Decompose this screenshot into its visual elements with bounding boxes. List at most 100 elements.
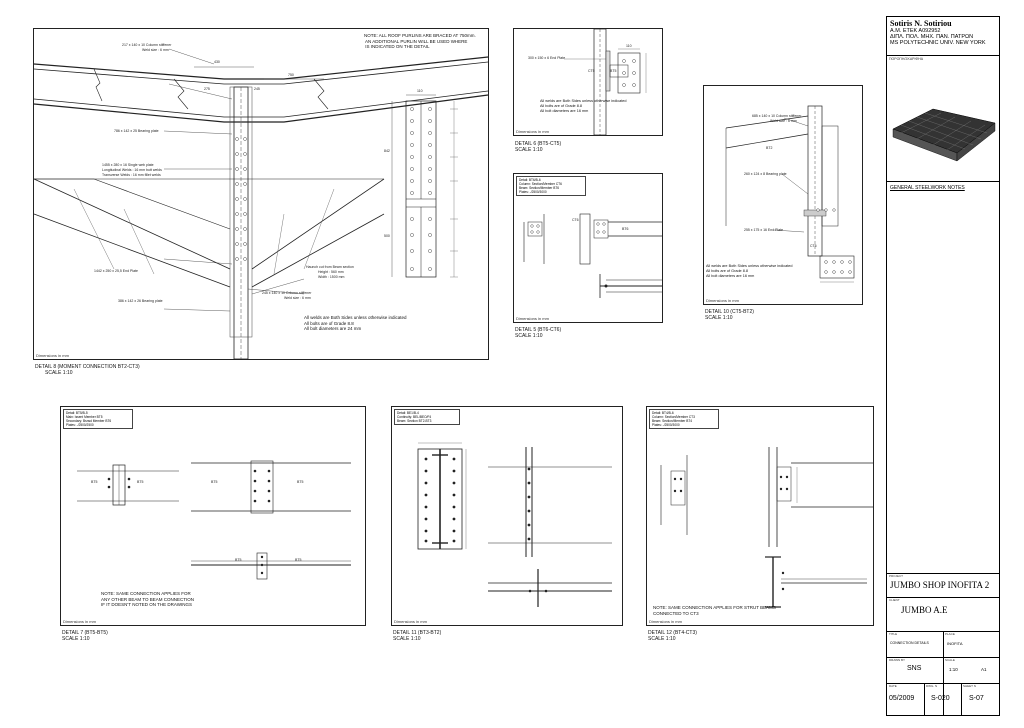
label-single-web: 1455 x 280 x 16 Single web plate	[102, 163, 154, 167]
title-block: Sotiris N. Sotiriou A.M. ETEK A092952 ΔΙ…	[886, 16, 1000, 716]
label-bt5: BT5	[610, 69, 617, 73]
viewport-detail-11[interactable]: Detail: BE1/B-4 Continuity: BEL/BEO/F4 B…	[391, 406, 623, 626]
label-bt5-b: BT5	[137, 480, 144, 484]
dimensions-label: Dimensions in mm	[516, 129, 549, 134]
detail-5-info: Detail: BT6/B-6 Column: Section/Member C…	[516, 176, 586, 196]
view-label: ΠΟΡΟΠΗ/ΣΚΑΡΙΦΗΑ	[889, 57, 924, 61]
label-haunch-height: Height : 560 mm	[318, 270, 344, 274]
label-bearing: 260 x 124 x 8 Bearing plate	[744, 172, 787, 176]
label-bearing-plate: 786 x 142 x 25 Bearing plate	[114, 129, 159, 133]
detail-10-title: DETAIL 10 (CT5-BT2)	[705, 309, 754, 315]
detail-7-drawing	[77, 460, 351, 580]
label-dim-110: 110	[417, 89, 423, 93]
detail-10-scale: SCALE 1:10	[705, 315, 733, 321]
detail-7-title: DETAIL 7 (BT5-BT5)	[62, 630, 108, 636]
label-stiffener: 685 x 140 x 10 Column stiffener	[752, 114, 802, 118]
detail-6-drawing	[564, 28, 647, 136]
label-bt5-c: BT5	[211, 480, 218, 484]
detail-5-scale: SCALE 1:10	[515, 333, 543, 339]
viewport-detail-6[interactable]: 300 x 150 x 6 End Plate CT5 BT5 110 All …	[513, 28, 663, 136]
label-ct6: CT6	[572, 218, 579, 222]
viewport-detail-8[interactable]: NOTE: ALL ROOF PURLINS ARE BRACED AT 750…	[33, 28, 489, 360]
detail-11-scale: SCALE 1:10	[393, 636, 421, 642]
label-weld: Weld size : 6 mm	[770, 119, 797, 123]
author-line-2: A.M. ETEK A092952	[890, 28, 941, 34]
date-small-label: DATE	[889, 684, 897, 688]
detail-7-notes: NOTE: SAME CONNECTION APPLIES FOR ANY OT…	[101, 591, 195, 607]
dimensions-label: Dimensions in mm	[516, 316, 549, 321]
detail-12-info: Detail: BT4/B-6 Column: Section/Member C…	[649, 409, 719, 429]
paper-size: A1	[981, 667, 987, 672]
label-ct5: CT5	[588, 69, 595, 73]
author-line-4: MS POLYTECHNIC UNIV. NEW YORK	[890, 40, 986, 46]
viewport-detail-10[interactable]: 685 x 140 x 10 Column stiffener Weld siz…	[703, 85, 863, 305]
dimensions-label: Dimensions in mm	[706, 298, 739, 303]
drawn-by: SNS	[907, 665, 922, 672]
drawn-small-label: DRAWN BY	[889, 658, 906, 662]
notes-title: GENERAL STEELWORK NOTES	[890, 185, 965, 191]
detail-12-notes: NOTE: SAME CONNECTION APPLIES FOR STRUT …	[653, 605, 776, 616]
label-stiffener-top: 217 x 140 x 10 Column stiffener	[122, 43, 172, 47]
label-end-plate: 255 x 175 x 16 End Plate	[744, 228, 784, 232]
project-small-label: PROJECT	[889, 574, 904, 578]
label-dim-110: 110	[626, 44, 632, 48]
label-ct5: CT5	[810, 244, 817, 248]
drawing-title: CONNECTION DETAILS	[890, 641, 929, 645]
detail-10-drawing	[725, 105, 855, 283]
label-transverse: Transverse Welds : 16 mm fillet welds	[102, 173, 161, 177]
detail-11-title: DETAIL 11 (BT3-BT2)	[393, 630, 442, 636]
dimensions-label: Dimensions in mm	[394, 619, 427, 624]
label-dim-245: 245	[254, 87, 260, 91]
client-name: JUMBO A.E	[901, 605, 948, 615]
detail-7-info: Detail: BT5/B-5 Main: Issent Member BT5 …	[63, 409, 133, 429]
label-bt5-d: BT5	[297, 480, 304, 484]
roof-purlin-note: NOTE: ALL ROOF PURLINS ARE BRACED AT 750…	[364, 33, 476, 49]
detail-8-notes: All welds are Both Sides unless otherwis…	[304, 315, 407, 331]
label-dim-842: 842	[384, 149, 390, 153]
title-small-label: TITLE	[889, 632, 898, 636]
detail-11-info: Detail: BE1/B-4 Continuity: BEL/BEO/F4 B…	[394, 409, 460, 425]
label-bt2: BT2	[766, 146, 773, 150]
label-dim-275: 275	[204, 87, 210, 91]
detail-12-title: DETAIL 12 (BT4-CT3)	[648, 630, 697, 636]
detail-8-title: DETAIL 8 (MOMENT CONNECTION BT2-CT3)	[35, 364, 140, 370]
steel-frame-3d-image	[892, 108, 996, 162]
detail-6-scale: SCALE 1:10	[515, 147, 543, 153]
viewport-detail-7[interactable]: Detail: BT5/B-5 Main: Issent Member BT5 …	[60, 406, 366, 626]
detail-5-drawing	[523, 213, 662, 298]
dimensions-label: Dimensions in mm	[649, 619, 682, 624]
label-stiffener-2: 245 x 140 x 10 Column stiffener	[262, 291, 312, 295]
dimensions-label: Dimensions in mm	[36, 353, 69, 358]
detail-8-scale: SCALE 1:10	[45, 370, 73, 376]
label-dim-500: 500	[384, 234, 390, 238]
label-dim-750: 750	[288, 73, 294, 77]
dwg-small-label: DWG. N	[926, 684, 938, 688]
detail-7-scale: SCALE 1:10	[62, 636, 90, 642]
detail-12-drawing	[660, 447, 873, 608]
dimensions-label: Dimensions in mm	[63, 619, 96, 624]
detail-11-drawing	[417, 442, 612, 607]
label-bt6: BT6	[622, 227, 629, 231]
label-dim-430: 430	[214, 60, 220, 64]
detail-6-notes: All welds are Both Sides unless otherwis…	[540, 99, 627, 113]
viewport-detail-12[interactable]: Detail: BT4/B-6 Column: Section/Member C…	[646, 406, 874, 626]
date: 05/2009	[889, 695, 915, 702]
label-bearing-2: 386 x 142 x 26 Bearing plate	[118, 299, 163, 303]
detail-8-drawing	[33, 48, 489, 360]
sheet-small-label: SHEET N	[963, 684, 976, 688]
author-line-3: ΔΙΠΛ. ΠΟΛ. ΜΗΧ. ΠΑΝ. ΠΑΤΡΩΝ	[890, 34, 974, 40]
viewport-detail-5[interactable]: Detail: BT6/B-6 Column: Section/Member C…	[513, 173, 663, 323]
sheet-number: S-07	[969, 695, 984, 702]
label-weld-top: Weld size : 6 mm	[142, 48, 169, 52]
detail-5-title: DETAIL 5 (BT6-CT6)	[515, 327, 562, 333]
detail-12-scale: SCALE 1:10	[648, 636, 676, 642]
dwg-number: S-020	[931, 695, 950, 702]
detail-6-title: DETAIL 6 (BT5-CT5)	[515, 141, 562, 147]
place-small-label: PLACE	[945, 632, 955, 636]
label-bt5-e: BT5	[235, 558, 242, 562]
scale-small-label: SCALE	[945, 658, 955, 662]
scale: 1:10	[949, 667, 958, 672]
label-haunch: Haunch cut from Beam section	[306, 265, 354, 269]
detail-10-notes: All welds are Both Sides unless otherwis…	[706, 264, 793, 278]
project-name: JUMBO SHOP INOFITA 2	[890, 580, 990, 590]
